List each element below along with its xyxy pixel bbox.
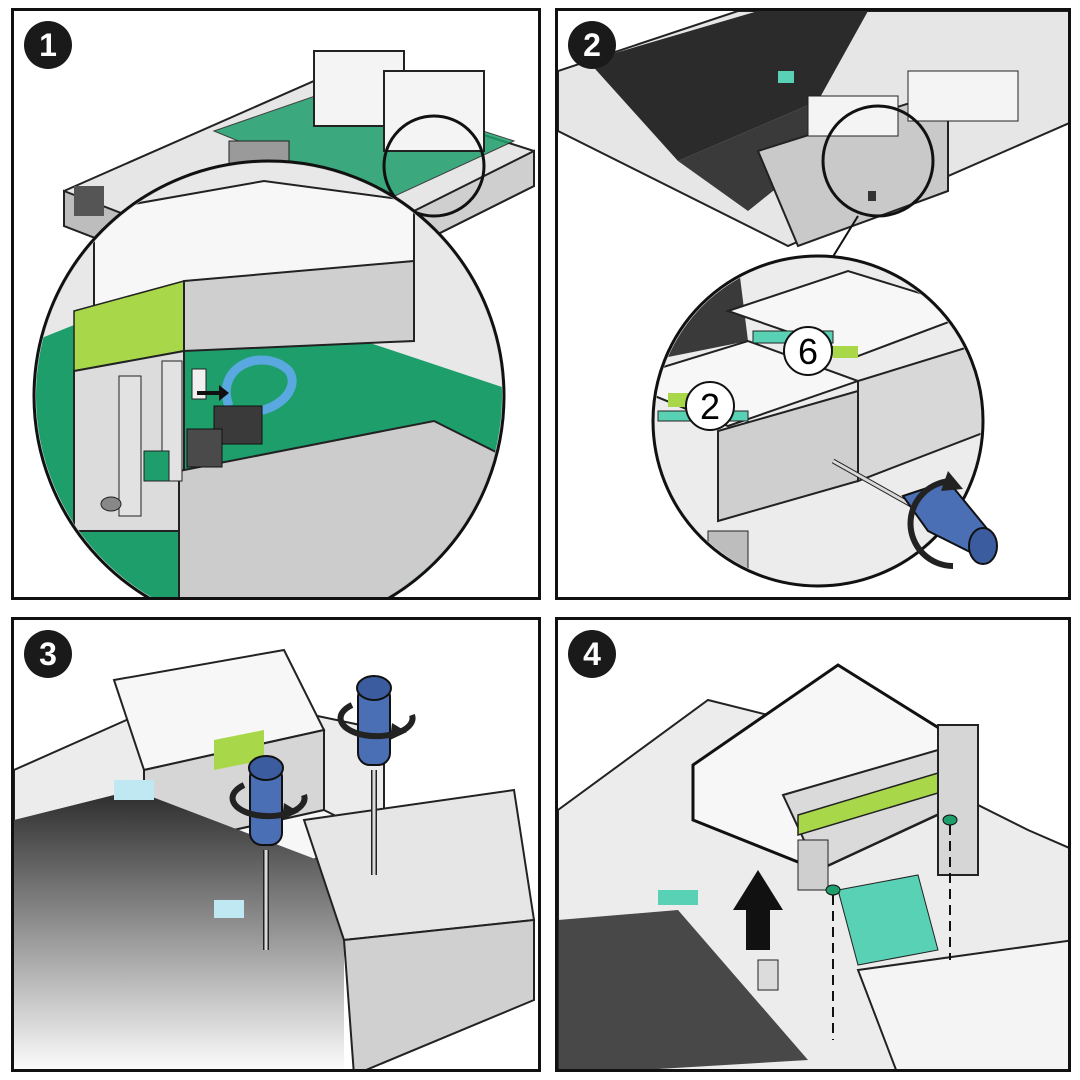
step-3-panel: 3: [11, 617, 541, 1072]
lift-arrow-icon: [733, 870, 783, 950]
slot-callout-6-label: 6: [798, 331, 818, 372]
step-2-panel: 2: [555, 8, 1071, 600]
rotation-arrow-icon: [907, 478, 954, 569]
zoom-indicator-circle: [382, 114, 486, 218]
step-1-illustration: [32, 50, 535, 597]
cable-connector-icon: [186, 355, 297, 468]
step-3-illustration: [14, 648, 536, 1069]
slot-callout-2: [685, 381, 735, 431]
step-2-illustration: 6 2: [558, 11, 1068, 588]
rotation-arrow-icon: [337, 702, 416, 740]
magnified-view: [651, 254, 985, 588]
slot-callout-2-label: 2: [700, 386, 720, 427]
step-badge-4: 4: [568, 630, 616, 678]
step-badge-1: 1: [24, 21, 72, 69]
server-chassis: [14, 648, 536, 1069]
zoom-indicator-circle: [821, 104, 935, 218]
magnified-view: [32, 159, 506, 597]
step-4-illustration: [558, 663, 1068, 1069]
step-4-panel: 4: [555, 617, 1071, 1072]
screwdriver-icon: [248, 755, 284, 950]
step-badge-3: 3: [24, 630, 72, 678]
riser-card-assembly: [691, 663, 979, 896]
screwdriver-icon: [356, 675, 392, 875]
server-chassis: [558, 11, 1068, 248]
rotation-arrow-icon: [229, 782, 308, 820]
step-badge-2: 2: [568, 21, 616, 69]
step-1-panel: 1: [11, 8, 541, 600]
slot-callout-6: [783, 326, 833, 376]
